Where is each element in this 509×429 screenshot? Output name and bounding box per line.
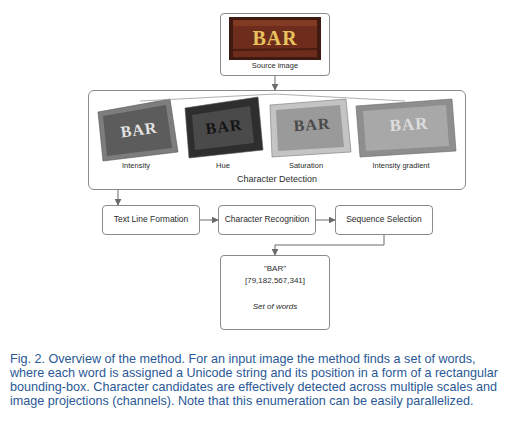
process-box: Sequence Selection [335,205,433,235]
flow-arrow [316,220,335,221]
saturation-channel-image [270,99,351,157]
output-caption: Set of words [221,303,329,312]
photo-frame [229,17,321,60]
fanout-line [275,94,405,101]
process-label: Character Recognition [225,215,310,224]
channel-label: Intensity gradient [351,162,451,170]
photo-texture [233,49,317,50]
process-box: Character Recognition [218,205,316,235]
flow-arrow [200,220,218,221]
photo-board [233,20,317,57]
process-label: Text Line Formation [114,215,189,224]
detection-group-box: Intensity HueSaturation Intensity gradient… [88,90,466,190]
flow-arrow [118,190,119,205]
flow-arrow [275,76,276,90]
channel-label: Intensity [96,162,176,170]
gradient-channel-image [356,99,456,157]
photo-highlight [233,20,317,26]
bounding-box-coords: [79,182,567,341] [221,277,329,286]
box-caption: Source image [221,62,329,70]
fanout-line [140,94,275,101]
channel-label: Hue [183,162,263,170]
flow-arrow [275,235,384,255]
hue-channel-image [185,97,263,158]
channel-label: Saturation [266,162,346,170]
figure-caption: Fig. 2. Overview of the method. For an i… [10,352,502,408]
intensity-channel-image [98,99,178,161]
process-label: Sequence Selection [346,215,422,224]
output-box: "BAR" [79,182,567,341] Set of words [220,255,330,330]
photo-text: BAR [240,28,310,48]
group-title: Character Detection [89,175,465,185]
word-string: "BAR" [221,265,329,274]
process-box: Text Line Formation [102,205,200,235]
